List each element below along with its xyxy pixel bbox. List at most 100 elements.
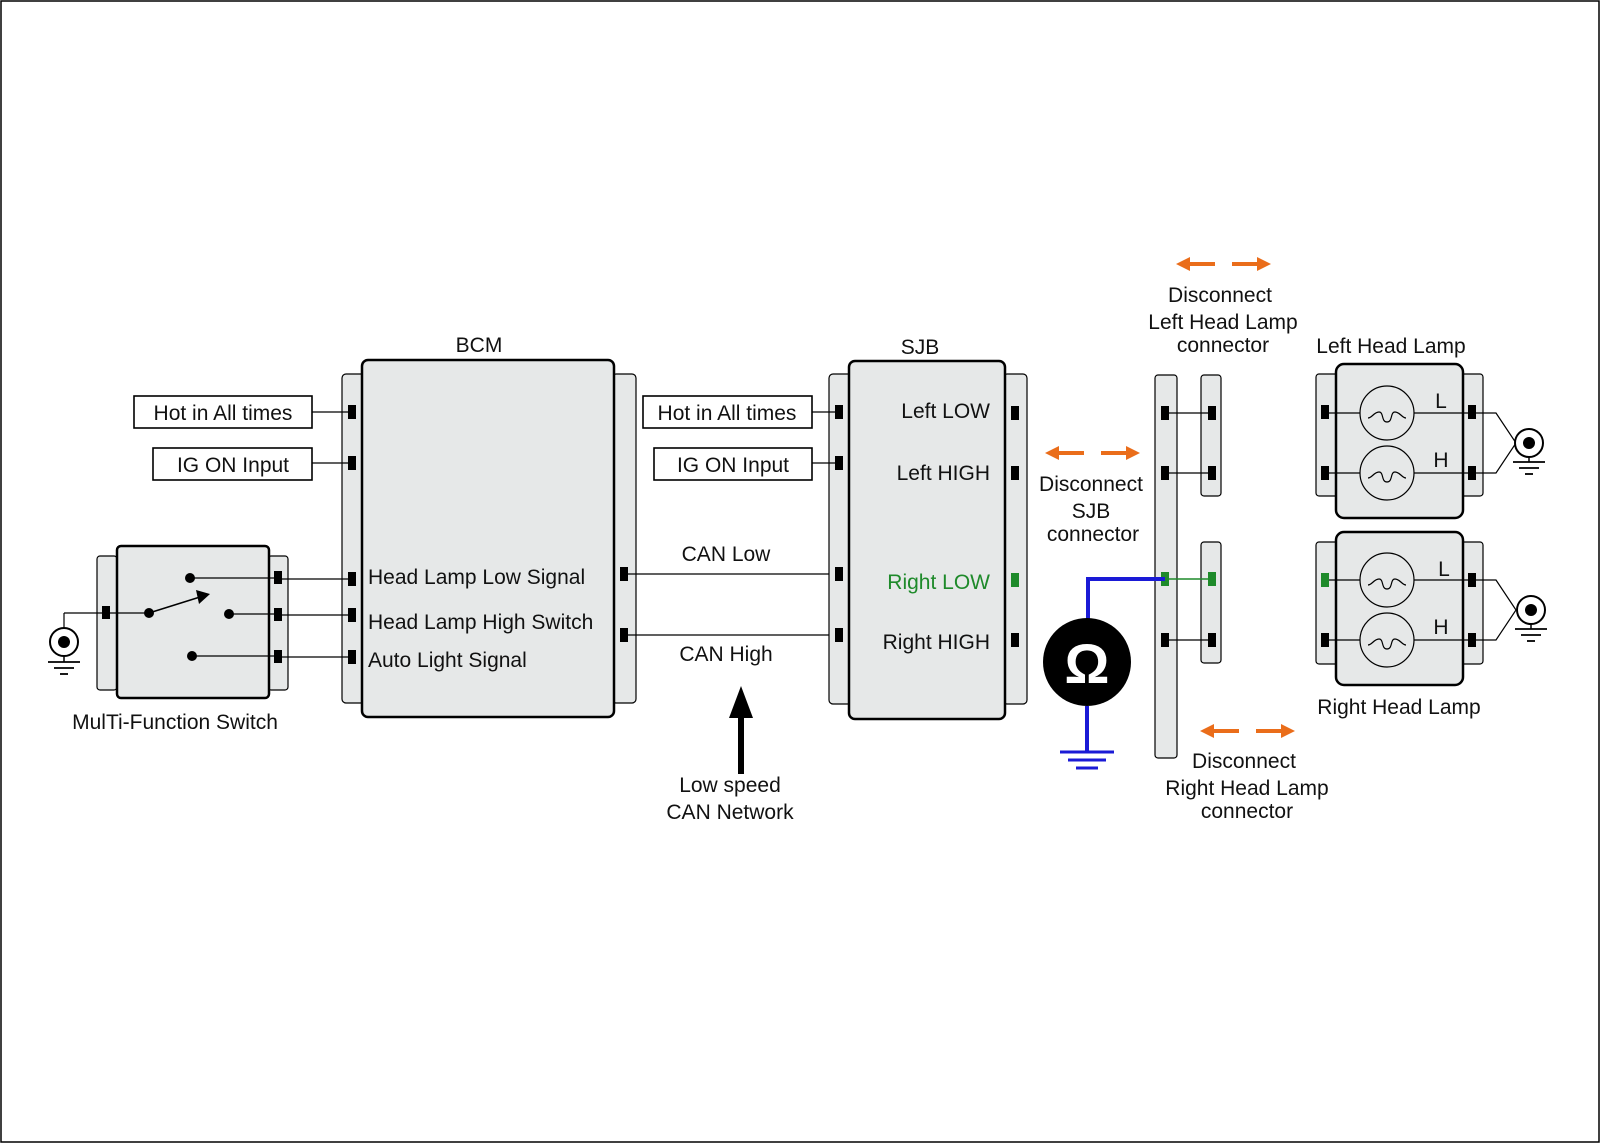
disconnect-left-lamp: Disconnect Left Head Lamp connector bbox=[1148, 257, 1298, 357]
bcm-auto-pin bbox=[348, 650, 356, 664]
ohmmeter-icon bbox=[1043, 618, 1131, 706]
ground-icon bbox=[1515, 595, 1547, 642]
bulb-icon bbox=[1359, 385, 1415, 441]
right-lamp-letter-high: H bbox=[1433, 616, 1448, 639]
right-lamp-letter-low: L bbox=[1438, 558, 1450, 581]
disconnect-sjb-line3: connector bbox=[1047, 523, 1139, 546]
sjb-module: SJB Left LOW Left HIGH Right LOW Right H… bbox=[828, 336, 1028, 721]
left-lamp-letter-high: H bbox=[1433, 449, 1448, 472]
left-lamp-low-out bbox=[1468, 405, 1476, 419]
right-lamp-high-in bbox=[1321, 633, 1329, 647]
left-lamp-high-out bbox=[1468, 466, 1476, 480]
left-lamp-letter-low: L bbox=[1435, 390, 1447, 413]
sjb-inputs: Hot in All times IG ON Input bbox=[642, 395, 835, 481]
disconnect-sjb: Disconnect SJB connector bbox=[1039, 446, 1143, 546]
switch-ground-pin bbox=[102, 606, 110, 619]
harness-pin-1 bbox=[1161, 406, 1169, 420]
sjb-ig-box bbox=[653, 447, 813, 481]
disconnect-left-line1: Disconnect bbox=[1168, 284, 1272, 307]
sjb-title: SJB bbox=[901, 336, 940, 359]
sjb-can-low-pin bbox=[835, 567, 843, 581]
sjb-output-left-low: Left LOW bbox=[901, 400, 990, 423]
switch-lever-arrow bbox=[196, 590, 210, 604]
switch-low-pin bbox=[274, 571, 282, 584]
right-lamp-low-out bbox=[1468, 573, 1476, 587]
sjb-output-right-low: Right LOW bbox=[887, 571, 990, 594]
switch-label: MulTi-Function Switch bbox=[72, 711, 278, 734]
bulb-icon bbox=[1359, 552, 1415, 608]
sjb-right-high-pin bbox=[1011, 633, 1019, 647]
ohm-symbol: Ω bbox=[1065, 632, 1110, 695]
can-high-label: CAN High bbox=[679, 643, 772, 666]
switch-left-rail bbox=[96, 555, 118, 691]
bcm-signal-high: Head Lamp High Switch bbox=[368, 611, 593, 634]
disconnect-sjb-arrow-left-head bbox=[1045, 446, 1059, 460]
ohmmeter-lead-top bbox=[1086, 577, 1165, 626]
multi-function-switch: MulTi-Function Switch bbox=[48, 544, 289, 734]
left-lamp-connector-rail bbox=[1200, 374, 1222, 497]
sjb-output-left-high: Left HIGH bbox=[897, 462, 990, 485]
bcm-hot-pin bbox=[348, 405, 356, 419]
bcm-inputs: Hot in All times IG ON Input bbox=[133, 395, 348, 481]
switch-lever bbox=[148, 596, 201, 614]
sjb-ig-pin bbox=[835, 456, 843, 470]
right-lamp-title: Right Head Lamp bbox=[1317, 696, 1480, 719]
switch-auto-pin bbox=[274, 650, 282, 663]
lamp-conn-pin-4 bbox=[1208, 633, 1216, 647]
ohmmeter: Ω bbox=[1043, 577, 1165, 770]
disconnect-left-line2: Left Head Lamp bbox=[1148, 311, 1297, 334]
harness-pin-4 bbox=[1161, 633, 1169, 647]
sjb-body bbox=[847, 359, 1007, 721]
disconnect-right-line2: Right Head Lamp bbox=[1165, 777, 1328, 800]
bcm-module: BCM Head Lamp Low Signal Head Lamp High … bbox=[341, 334, 637, 719]
can-network-line2: CAN Network bbox=[666, 801, 794, 824]
disconnect-sjb-arrow-right-head bbox=[1126, 446, 1140, 460]
left-lamp-title: Left Head Lamp bbox=[1316, 335, 1465, 358]
harness-rail bbox=[1154, 374, 1178, 759]
sjb-hot-label: Hot in All times bbox=[658, 402, 797, 425]
sjb-hot-box bbox=[642, 395, 813, 429]
disconnect-sjb-line2: SJB bbox=[1072, 500, 1111, 523]
disconnect-sjb-line1: Disconnect bbox=[1039, 473, 1143, 496]
left-head-lamp: Left Head Lamp L H bbox=[1315, 335, 1545, 520]
sjb-right-low-pin bbox=[1011, 573, 1019, 587]
can-network-line1: Low speed bbox=[679, 774, 781, 797]
bcm-body bbox=[360, 358, 616, 719]
right-head-lamp: L H Right Head Lamp bbox=[1315, 530, 1547, 719]
bcm-low-pin bbox=[348, 572, 356, 586]
harness-connectors bbox=[1154, 374, 1222, 759]
bcm-high-pin bbox=[348, 608, 356, 622]
disconnect-right-line3: connector bbox=[1201, 800, 1293, 823]
sjb-output-right-high: Right HIGH bbox=[883, 631, 990, 654]
switch-high-pin bbox=[274, 608, 282, 621]
disconnect-left-line3: connector bbox=[1177, 334, 1269, 357]
bcm-signal-low: Head Lamp Low Signal bbox=[368, 566, 585, 589]
sjb-ig-label: IG ON Input bbox=[677, 454, 789, 477]
harness-pin-2 bbox=[1161, 466, 1169, 480]
sjb-right-rail bbox=[1002, 373, 1028, 705]
bcm-can-low-pin bbox=[620, 567, 628, 581]
lamp-conn-pin-3 bbox=[1208, 572, 1216, 586]
bcm-title: BCM bbox=[456, 334, 503, 357]
sjb-can-high-pin bbox=[835, 628, 843, 642]
bcm-right-rail bbox=[611, 373, 637, 704]
bulb-icon bbox=[1359, 612, 1415, 668]
bcm-ig-box bbox=[152, 447, 313, 481]
left-lamp-low-in bbox=[1321, 405, 1329, 419]
switch-body bbox=[115, 544, 271, 700]
bcm-signal-auto: Auto Light Signal bbox=[368, 649, 527, 672]
ground-icon bbox=[48, 627, 80, 675]
bcm-ig-pin bbox=[348, 456, 356, 470]
ground-icon bbox=[1513, 428, 1545, 475]
disconnect-right-lamp: Disconnect Right Head Lamp connector bbox=[1165, 724, 1329, 823]
right-lamp-low-in bbox=[1321, 573, 1329, 587]
meter-ground-icon bbox=[1060, 750, 1114, 770]
bcm-can-high-pin bbox=[620, 628, 628, 642]
can-bus: CAN Low CAN High Low speed CAN Network bbox=[628, 543, 838, 824]
disconnect-left-arrow-left-head bbox=[1176, 257, 1190, 271]
bcm-ig-label: IG ON Input bbox=[177, 454, 289, 477]
sjb-left-high-pin bbox=[1011, 466, 1019, 480]
right-lamp-high-out bbox=[1468, 633, 1476, 647]
